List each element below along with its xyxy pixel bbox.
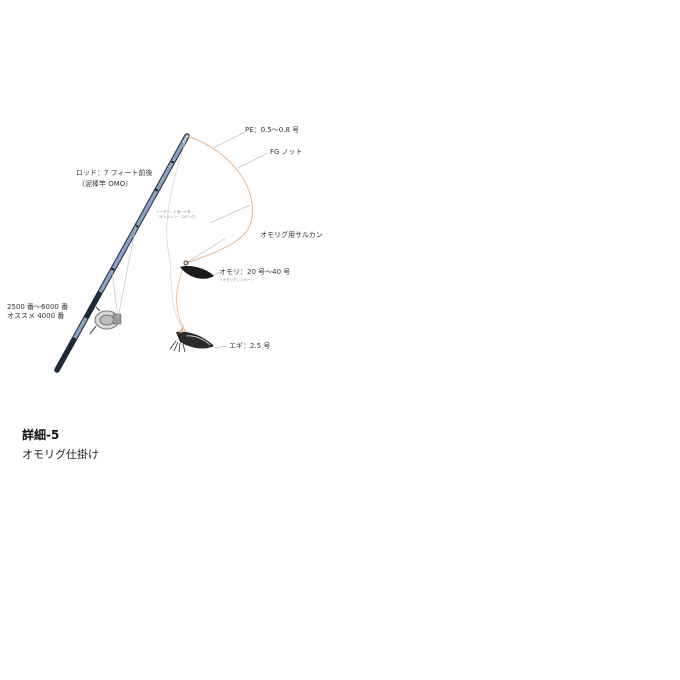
reel-label-line1: 2500 番〜6000 番 bbox=[7, 303, 69, 311]
leader-label-line2: （サンライン・エギング） bbox=[156, 215, 198, 219]
main-line-on-rod bbox=[111, 224, 137, 319]
detail-subtitle: オモリグ仕掛け bbox=[22, 448, 99, 461]
swivel-label: オモリグ用サルカン bbox=[260, 231, 323, 239]
reel-label-line2: オススメ 4000 番 bbox=[7, 312, 65, 320]
sinker-branch bbox=[176, 262, 187, 333]
swivel bbox=[183, 260, 189, 266]
sinker-weight bbox=[180, 266, 214, 279]
sinker-label: オモリ：20 号〜40 号 bbox=[219, 268, 291, 276]
egi-label: エギ：2.5 号 bbox=[229, 342, 271, 350]
fishing-rod bbox=[54, 133, 190, 373]
spinning-reel bbox=[89, 306, 122, 335]
rod-label-line1: ロッド：7 フィート前後 bbox=[76, 169, 153, 177]
fg-knot-label: FG ノット bbox=[270, 148, 303, 156]
sinker-note-label: （オモリグシンカー） bbox=[219, 278, 254, 282]
detail-title: 詳細-5 bbox=[22, 428, 60, 442]
label-pointers bbox=[185, 131, 269, 349]
egi-lure bbox=[169, 326, 214, 353]
pe-label: PE：0.5〜0.8 号 bbox=[245, 126, 300, 134]
rod-label-line2: （泥棒竿 OMO） bbox=[78, 180, 133, 188]
leader-label-line1: リーダー：2 号〜3 号 bbox=[156, 210, 191, 214]
pe-line bbox=[185, 135, 253, 264]
leader-line bbox=[166, 135, 188, 333]
